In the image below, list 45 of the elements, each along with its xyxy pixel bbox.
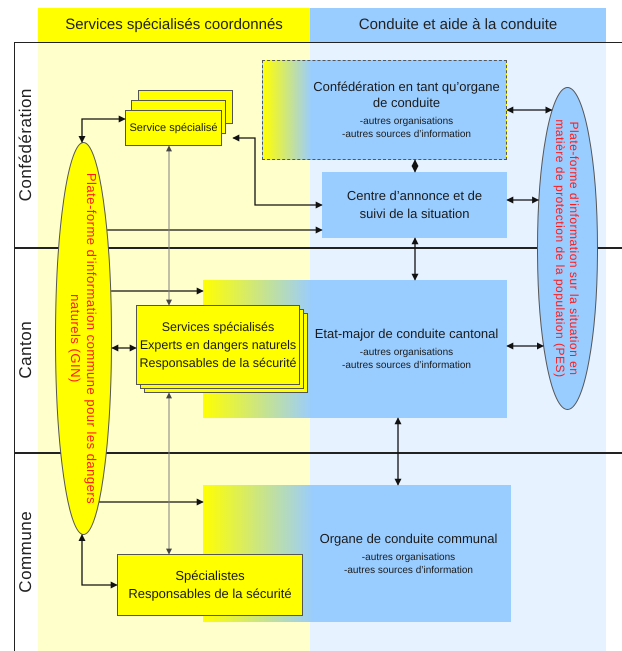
platform-ellipse	[537, 87, 598, 410]
arrow	[506, 106, 552, 114]
node-text: Services spécialisés	[162, 319, 274, 336]
node-text: Experts en dangers naturels	[140, 337, 296, 354]
arrow	[78, 116, 126, 143]
lane-label: Confédération	[15, 88, 36, 202]
lane-label: Commune	[15, 510, 36, 592]
node-text: Responsables de la sécurité	[128, 585, 292, 603]
platform-ellipse	[55, 142, 112, 535]
arrow	[506, 342, 544, 350]
node-text: Etat-major de conduite cantonal	[314, 326, 498, 342]
arrow	[99, 498, 204, 506]
node-text: Plate-forme d’information sur la situation en matière de protection de la population (PES)	[554, 118, 582, 380]
node-text: Plate-forme d’information commune pour les dangers naturels (GIN)	[68, 172, 100, 505]
node-text: Spécialistes	[175, 567, 245, 585]
process-box	[117, 554, 303, 616]
arrow	[412, 159, 418, 173]
node-text: -autres organisations	[360, 115, 454, 128]
node-text: -autres sources d’information	[344, 564, 473, 576]
arrow	[78, 534, 118, 588]
stacked-box	[136, 305, 310, 393]
node-text: Confédération en tant qu’organe de conduite	[312, 79, 501, 111]
node-text: Organe de conduite communal	[320, 530, 498, 546]
lane-label: Canton	[15, 320, 36, 378]
node-text: -autres organisations	[362, 550, 456, 564]
arrow	[166, 392, 172, 555]
node-text: -autres sources d’information	[342, 359, 471, 372]
arrow	[394, 417, 402, 486]
arrow	[111, 344, 137, 352]
node-text: -autres organisations	[360, 346, 454, 359]
gradient-box	[262, 60, 507, 160]
arrow	[232, 134, 323, 208]
arrow	[166, 145, 172, 306]
arrow	[506, 196, 540, 204]
node-text: Centre d’annonce et de suivi de la situation	[346, 187, 484, 223]
node-text: Responsables de la sécurité	[139, 355, 297, 372]
arrow	[111, 288, 204, 294]
stacked-box	[125, 90, 233, 146]
node-text: Service spécialisé	[129, 121, 218, 135]
arrow	[107, 226, 323, 234]
column-header: Conduite et aide à la conduite	[310, 8, 606, 42]
node-text: -autres sources d’information	[342, 128, 471, 141]
column-header: Services spécialisés coordonnés	[38, 8, 310, 42]
process-box	[322, 172, 507, 238]
arrow	[412, 237, 418, 281]
